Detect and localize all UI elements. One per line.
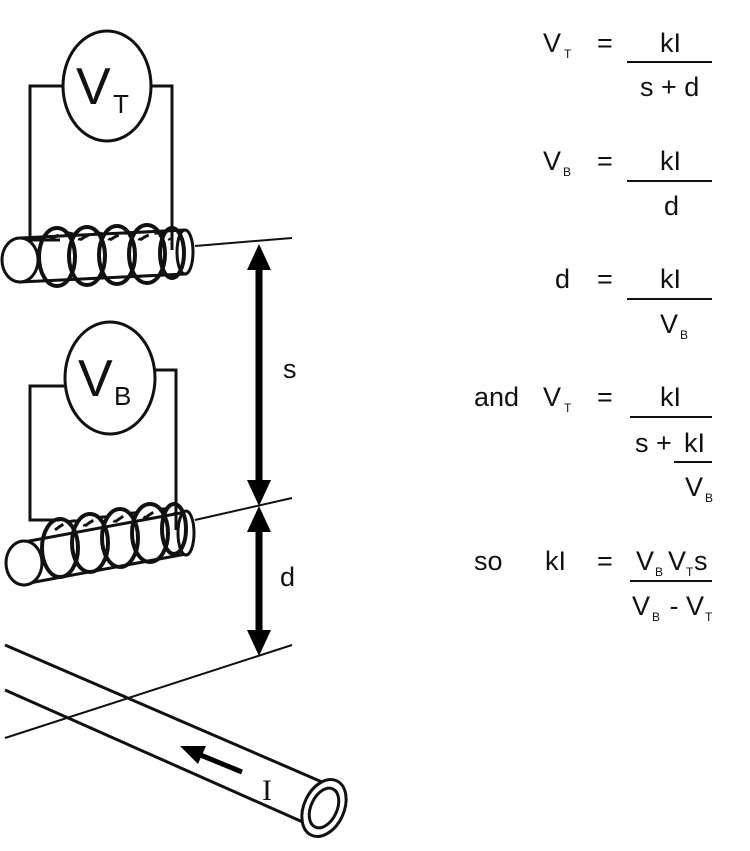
top-voltmeter-symbol: V <box>76 58 111 116</box>
svg-text:d: d <box>664 191 679 221</box>
svg-text:T: T <box>564 401 572 415</box>
svg-text:so: so <box>474 546 503 576</box>
svg-text:B: B <box>705 491 713 505</box>
svg-text:d: d <box>555 264 570 294</box>
top-sensor: V T <box>0 29 195 288</box>
bottom-coil <box>4 502 196 587</box>
bottom-voltmeter-subscript: B <box>114 381 131 411</box>
equation-3: d = kI V B <box>555 264 712 342</box>
reference-line-top <box>194 237 293 247</box>
equation-4: and V T = kI s + kI V B <box>474 382 713 505</box>
svg-text:V: V <box>668 546 686 576</box>
svg-text:B: B <box>652 610 660 624</box>
equation-5: so kI = V B V T s V B - V T <box>474 546 713 624</box>
svg-text:=: = <box>597 382 613 412</box>
top-meter-lead-left <box>28 84 64 242</box>
bottom-voltmeter-circle <box>63 320 157 436</box>
svg-text:kI: kI <box>545 546 566 576</box>
svg-text:and: and <box>474 382 519 412</box>
top-meter-lead-right <box>150 84 174 250</box>
svg-text:=: = <box>597 146 613 176</box>
top-voltmeter-circle <box>61 29 153 143</box>
dimension-d-label: d <box>280 562 295 592</box>
svg-text:=: = <box>597 264 613 294</box>
svg-text:-: - <box>662 591 686 621</box>
dimension-d-arrow <box>247 506 271 656</box>
svg-text:B: B <box>563 165 571 179</box>
svg-text:V: V <box>543 28 561 58</box>
top-coil <box>0 223 195 288</box>
svg-text:kI: kI <box>660 28 681 58</box>
svg-text:V: V <box>543 146 561 176</box>
dimension-s-arrow <box>247 244 271 506</box>
svg-text:T: T <box>686 565 694 579</box>
bottom-sensor: V B <box>4 320 196 587</box>
current-label: I <box>262 774 272 807</box>
svg-text:B: B <box>655 565 663 579</box>
bottom-meter-lead-left <box>28 384 64 522</box>
svg-text:=: = <box>597 28 613 58</box>
svg-text:T: T <box>564 47 572 61</box>
top-voltmeter-subscript: T <box>113 89 129 119</box>
bottom-voltmeter-symbol: V <box>78 350 113 408</box>
svg-text:s +: s + <box>635 428 679 458</box>
svg-text:s + d: s + d <box>640 72 699 102</box>
svg-text:V: V <box>636 546 654 576</box>
svg-text:T: T <box>705 610 713 624</box>
svg-text:=: = <box>597 546 613 576</box>
svg-text:V: V <box>686 591 704 621</box>
svg-text:kI: kI <box>660 382 681 412</box>
svg-text:V: V <box>685 472 703 502</box>
dimension-s-label: s <box>283 354 297 384</box>
svg-text:V: V <box>543 382 561 412</box>
conductor-pipe <box>4 643 348 838</box>
bottom-meter-lead-right <box>154 368 178 530</box>
equation-1: V T = kI s + d <box>543 28 712 102</box>
svg-text:V: V <box>632 591 650 621</box>
reference-line-middle <box>194 497 293 521</box>
reference-line-conductor <box>4 644 293 739</box>
svg-text:V: V <box>660 309 678 339</box>
svg-text:kI: kI <box>660 264 681 294</box>
equation-2: V B = kI d <box>543 146 712 221</box>
svg-text:kI: kI <box>660 146 681 176</box>
current-direction-arrow <box>180 746 243 775</box>
svg-text:kI: kI <box>684 428 705 458</box>
svg-text:B: B <box>680 328 688 342</box>
svg-text:s: s <box>694 546 708 576</box>
